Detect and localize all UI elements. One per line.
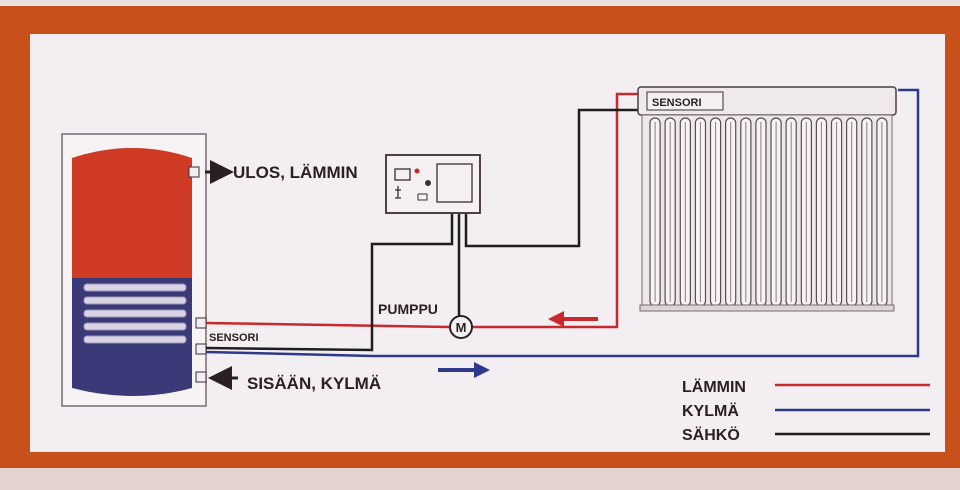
tank-sensor-label: SENSORI: [209, 332, 259, 344]
in-cold-label: SISÄÄN, KYLMÄ: [247, 374, 381, 393]
coil-port: [195, 343, 207, 355]
legend: LÄMMIN KYLMÄ SÄHKÖ: [682, 378, 930, 444]
controller-button: [417, 193, 428, 201]
hot-flow-arrow: [548, 311, 598, 327]
collector-sensor-label: SENSORI: [652, 97, 702, 109]
hot-pipe: [205, 92, 640, 329]
top-strip: [0, 0, 960, 8]
pump-label: PUMPPU: [378, 301, 438, 317]
bottom-strip: [0, 468, 960, 490]
controller-temperature-icon: [395, 186, 401, 199]
collector-bottom-rail: [639, 304, 895, 312]
legend-label-cold: KYLMÄ: [682, 402, 739, 420]
solar-collector: [637, 86, 897, 312]
sensor-port: [195, 317, 207, 329]
legend-label-hot: LÄMMIN: [682, 378, 746, 396]
tank-hot-zone: [72, 148, 192, 278]
cold-flow-arrow: [438, 362, 490, 378]
controller-indicator: [414, 168, 420, 174]
storage-tank: [61, 133, 207, 407]
cold-pipe: [205, 88, 920, 358]
controller-display: [394, 168, 411, 181]
inlet-port: [195, 371, 207, 383]
controller-knob: [425, 180, 431, 186]
electric-wire-collector: [464, 108, 640, 248]
pump: M: [449, 315, 473, 339]
controller-unit: [385, 154, 481, 214]
out-hot-label: ULOS, LÄMMIN: [233, 163, 358, 182]
heat-exchanger-coil: [83, 283, 187, 344]
outlet-port: [188, 166, 200, 178]
legend-label-electric: SÄHKÖ: [682, 425, 740, 444]
pump-symbol: M: [456, 320, 467, 335]
collector-sensor-box: [646, 91, 724, 111]
collector-tubes: [649, 117, 888, 307]
electric-wire-sensor-tank: [205, 214, 454, 352]
